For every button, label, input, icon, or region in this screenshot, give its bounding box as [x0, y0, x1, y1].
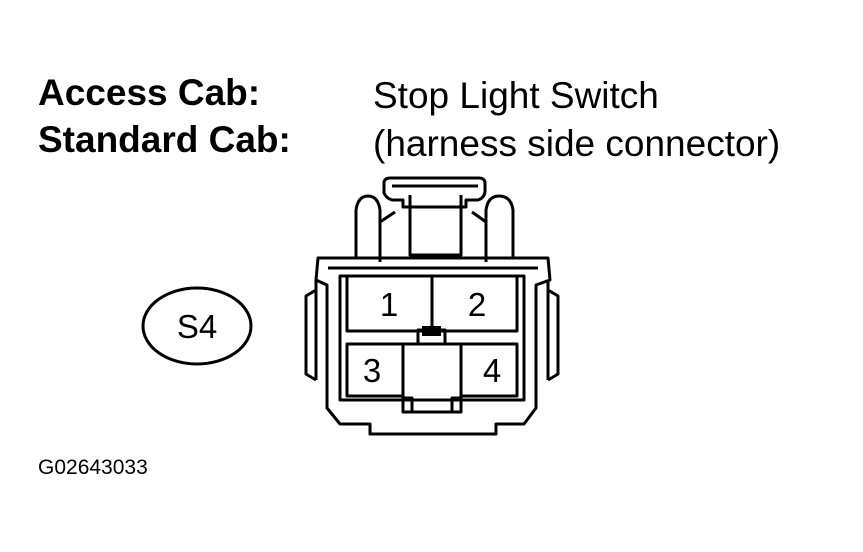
- access-cab-label: Access Cab:: [38, 72, 261, 113]
- pin-label-4: 4: [483, 352, 501, 389]
- pin-label-3: 3: [363, 352, 381, 389]
- lock-arm-right: [484, 194, 515, 262]
- side-latch-left: [304, 288, 317, 382]
- pin-cell-4: [459, 342, 519, 398]
- connector-id-text: S4: [177, 308, 217, 345]
- component-subtitle: (harness side connector): [373, 123, 781, 164]
- standard-cab-label: Standard Cab:: [38, 119, 291, 160]
- center-block-notch-left: [403, 396, 414, 412]
- lock-arm-left: [354, 194, 382, 262]
- connector-id-ellipse: [141, 286, 253, 366]
- pin-cell-2: [430, 274, 519, 333]
- lock-tab: [382, 176, 487, 209]
- center-block-notch-right: [450, 396, 461, 412]
- component-title: Stop Light Switch: [373, 75, 659, 116]
- connector-housing: [304, 176, 560, 436]
- center-block: [401, 342, 463, 414]
- lock-arm-center: [408, 195, 463, 257]
- housing-outline: [314, 256, 552, 436]
- pin-label-2: 2: [468, 286, 486, 323]
- lock-arm-left-detail: [379, 210, 396, 224]
- figure-code: G02643033: [38, 456, 148, 479]
- side-latch-right: [547, 288, 560, 382]
- connector-id-badge: S4: [141, 286, 253, 366]
- pin-label-1: 1: [380, 286, 398, 323]
- lock-arm-right-detail: [471, 210, 487, 224]
- center-key-fill: [422, 326, 441, 336]
